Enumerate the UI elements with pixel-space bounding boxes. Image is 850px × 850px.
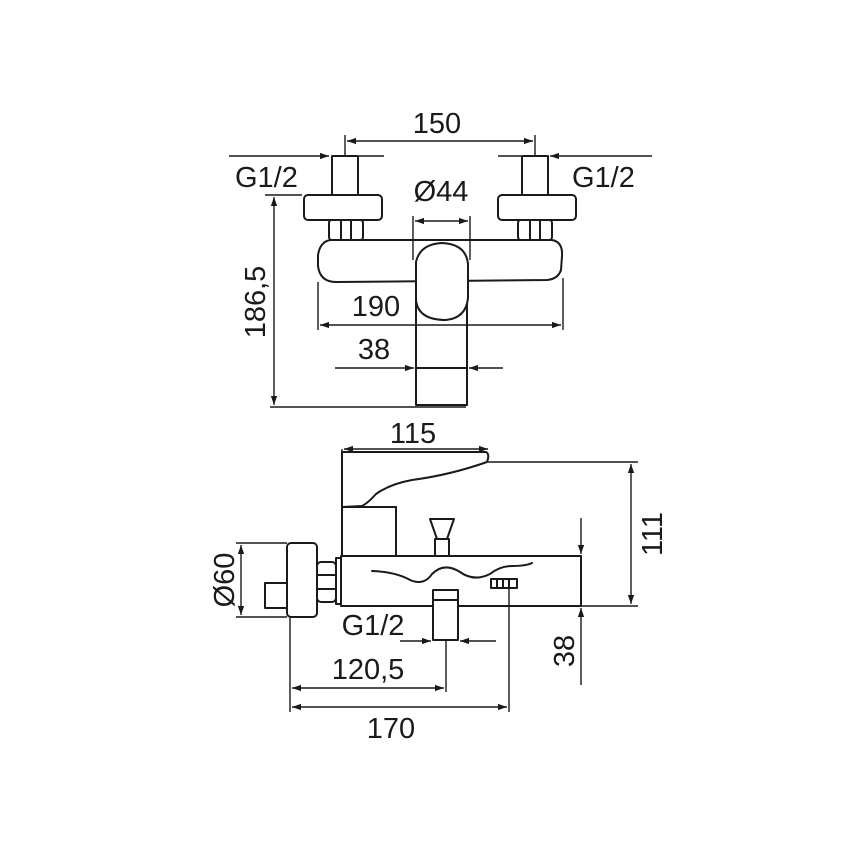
dim-lever-length-label: 115 (390, 418, 436, 450)
dim-inlet-spacing: 150 (344, 108, 536, 155)
lever-handle (415, 242, 469, 321)
dim-handle-diameter: Ø44 (412, 176, 471, 260)
handle-base (341, 506, 397, 557)
dim-side-thread: G1/2 (342, 610, 496, 645)
dim-lever-length: 115 (341, 418, 488, 453)
dim-outlet-height-label: 38 (549, 635, 581, 667)
dim-outlet-distance-label: 120,5 (332, 654, 405, 686)
diverter-knob (429, 518, 455, 557)
dim-top-total-height-label: 186,5 (240, 266, 272, 339)
mixer-body-side (340, 555, 582, 607)
wall-flange (286, 542, 318, 618)
dim-flange-diameter-label: Ø60 (209, 553, 241, 608)
left-inlet (303, 155, 383, 241)
dim-thread-left-label: G1/2 (235, 162, 298, 194)
dim-handle-diameter-label: Ø44 (414, 176, 469, 208)
lever-side (341, 451, 490, 508)
inlet-nut (316, 557, 342, 605)
dim-top-total-height: 186,5 (240, 194, 466, 408)
dim-total-depth-label: 170 (367, 713, 415, 745)
outlet-connector (432, 589, 459, 641)
dim-side-total-height: 111 (488, 461, 669, 607)
dim-side-thread-label: G1/2 (342, 610, 405, 642)
dim-total-depth: 170 (292, 588, 510, 745)
right-inlet (497, 155, 577, 241)
dim-side-total-height-label: 111 (637, 512, 669, 556)
dim-body-width: 190 (317, 278, 564, 330)
dim-thread-left: G1/2 (229, 152, 384, 194)
dim-body-width-label: 190 (352, 291, 400, 323)
dim-spout-width: 38 (335, 334, 503, 372)
dim-outlet-distance: 120,5 (289, 617, 447, 712)
dim-inlet-spacing-label: 150 (413, 108, 461, 140)
dim-thread-right-label: G1/2 (572, 162, 635, 194)
top-view: 150 G1/2 G1/2 Ø44 186,5 (229, 108, 652, 408)
dim-flange-diameter: Ø60 (209, 542, 287, 618)
dim-outlet-height: 38 (549, 518, 585, 685)
dim-thread-right: G1/2 (498, 152, 652, 194)
side-view: 115 111 38 Ø60 G1/2 (209, 418, 669, 745)
dim-spout-width-label: 38 (358, 334, 390, 366)
